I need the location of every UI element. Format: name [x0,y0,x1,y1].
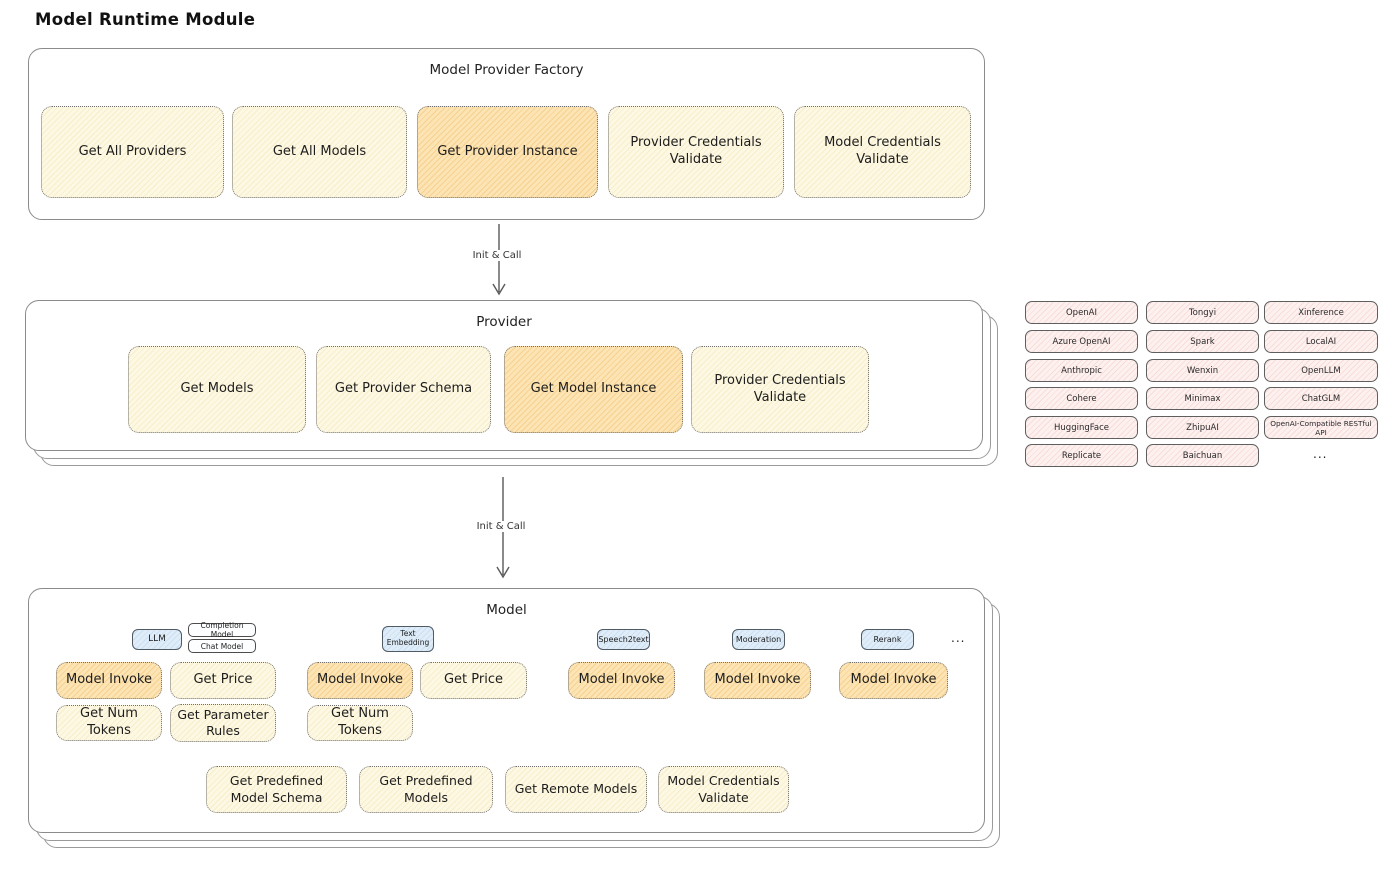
tab-rerank: Rerank [861,629,914,650]
provider-chip-tongyi: Tongyi [1146,301,1259,324]
rerank-node-model-invoke: Model Invoke [839,662,948,699]
tab-moderation: Moderation [732,629,785,650]
provider-node-get-provider-schema: Get Provider Schema [316,346,491,433]
tab-llm: LLM [132,629,182,650]
factory-title: Model Provider Factory [429,62,584,78]
factory-node-get-all-models: Get All Models [232,106,407,198]
factory-node-model-credentials-validate: Model Credentials Validate [794,106,971,198]
llm-node-get-price: Get Price [170,662,276,699]
provider-chip-chatglm: ChatGLM [1264,387,1378,410]
provider-node-get-models: Get Models [128,346,306,433]
provider-node-provider-credentials-validate: Provider Credentials Validate [691,346,869,433]
speech2text-node-model-invoke: Model Invoke [568,662,675,699]
model-tabs-more-label: ... [951,631,966,645]
factory-node-get-provider-instance: Get Provider Instance [417,106,598,198]
provider-chip-xinference: Xinference [1264,301,1378,324]
init-call-label: Init & Call [472,521,530,532]
down-arrow-icon [492,224,506,296]
model-node-get-predefined-model-schema: Get Predefined Model Schema [206,766,347,813]
provider-grid-more-label: ... [1313,447,1328,461]
provider-chip-azure-openai: Azure OpenAI [1025,330,1138,353]
tab-speech2text: Speech2text [597,629,650,650]
provider-chip-cohere: Cohere [1025,387,1138,410]
provider-chip-replicate: Replicate [1025,444,1138,467]
llm-node-get-num-tokens: Get Num Tokens [56,705,162,741]
factory-node-provider-credentials-validate: Provider Credentials Validate [608,106,784,198]
model-container: Model LLM Completion Model Chat Model Te… [28,588,985,833]
tab-text-embedding: Text Embedding [382,626,434,652]
provider-chip-openllm: OpenLLM [1264,359,1378,382]
tag-chat-model: Chat Model [188,639,256,653]
embedding-node-model-invoke: Model Invoke [307,662,413,699]
provider-chip-spark: Spark [1146,330,1259,353]
provider-chip-baichuan: Baichuan [1146,444,1259,467]
diagram-title: Model Runtime Module [35,10,256,29]
llm-node-get-parameter-rules: Get Parameter Rules [170,704,276,742]
embedding-node-get-num-tokens: Get Num Tokens [307,705,413,741]
model-node-get-predefined-models: Get Predefined Models [359,766,493,813]
factory-node-get-all-providers: Get All Providers [41,106,224,198]
embedding-node-get-price: Get Price [420,662,527,699]
model-title: Model [486,602,527,618]
provider-chip-openai-compatible-restful-api: OpenAI-Compatible RESTful API [1264,416,1378,439]
init-call-label: Init & Call [468,250,526,261]
provider-chip-huggingface: HuggingFace [1025,416,1138,439]
moderation-node-model-invoke: Model Invoke [704,662,811,699]
model-node-model-credentials-validate: Model Credentials Validate [658,766,789,813]
provider-chip-minimax: Minimax [1146,387,1259,410]
model-node-get-remote-models: Get Remote Models [505,766,647,813]
provider-chip-openai: OpenAI [1025,301,1138,324]
provider-chip-localai: LocalAI [1264,330,1378,353]
llm-node-model-invoke: Model Invoke [56,662,162,699]
provider-node-get-model-instance: Get Model Instance [504,346,683,433]
tag-completion-model: Completion Model [188,621,256,639]
factory-container: Model Provider Factory Get All Providers… [28,48,985,220]
provider-grid: OpenAI Azure OpenAI Anthropic Cohere Hug… [1025,301,1381,469]
provider-chip-anthropic: Anthropic [1025,359,1138,382]
provider-chip-wenxin: Wenxin [1146,359,1259,382]
provider-chip-zhipuai: ZhipuAI [1146,416,1259,439]
provider-title: Provider [476,314,532,330]
provider-container: Provider Get Models Get Provider Schema … [25,300,983,451]
